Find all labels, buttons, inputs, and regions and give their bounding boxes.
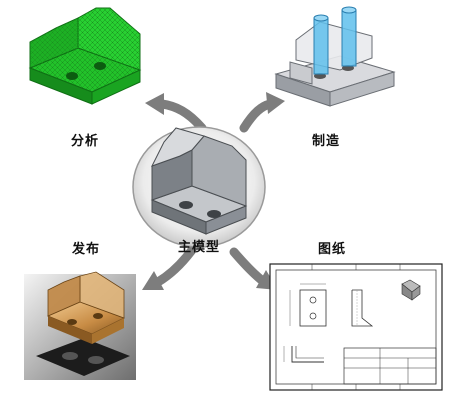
label-drawing: 图纸 xyxy=(318,242,347,257)
arrow-to-publish xyxy=(142,245,197,290)
master-model-badge xyxy=(132,126,266,248)
bracket-part-icon xyxy=(150,127,248,235)
rendered-part-icon xyxy=(24,271,136,380)
arrow-to-analysis xyxy=(145,93,207,133)
arrow-to-manufacturing xyxy=(239,92,285,133)
engineering-drawing-icon xyxy=(269,263,443,391)
label-manufacturing: 制造 xyxy=(312,134,341,149)
label-analysis: 分析 xyxy=(71,134,100,149)
label-publish: 发布 xyxy=(72,242,101,257)
mesh-part-icon xyxy=(28,7,142,105)
label-master-model: 主模型 xyxy=(178,240,221,255)
tooling-part-icon xyxy=(274,6,396,107)
